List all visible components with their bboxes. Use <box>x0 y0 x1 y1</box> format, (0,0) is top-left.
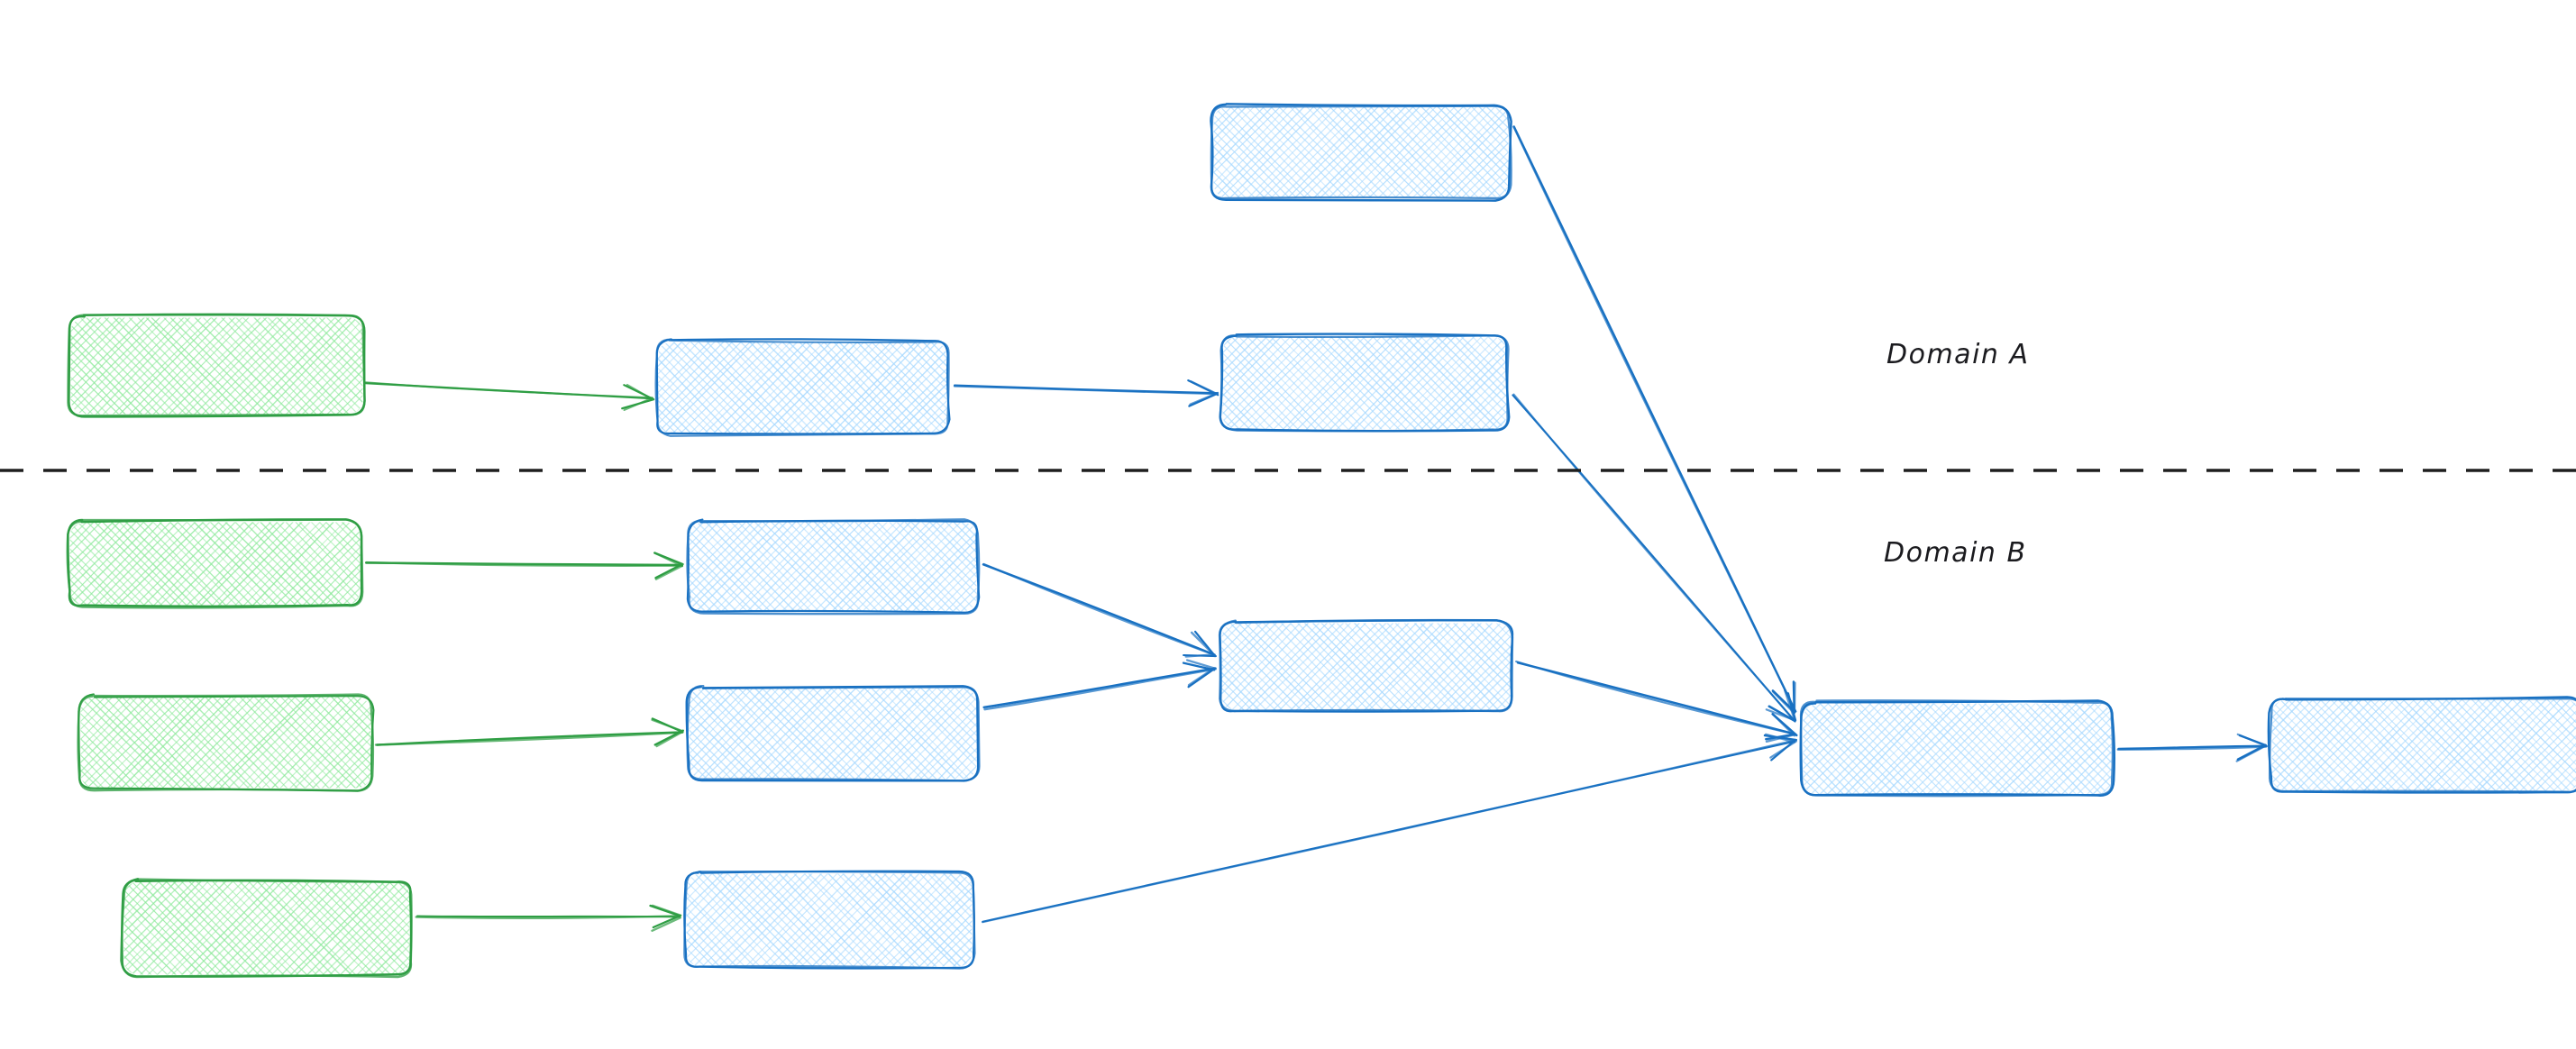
node-hatch <box>2271 699 2576 791</box>
edge-shaft <box>365 561 683 567</box>
edge-shaft <box>364 381 653 399</box>
edge-e-green-a1[interactable] <box>364 381 655 412</box>
edge-shaft <box>415 915 681 919</box>
node-hatch <box>1221 623 1512 711</box>
edge-arrowhead <box>623 397 653 412</box>
node-hatch <box>80 697 371 789</box>
edge-e-green-b1[interactable] <box>364 552 684 580</box>
node-b-blue-2[interactable] <box>571 685 1181 782</box>
edge-arrowhead <box>655 731 683 748</box>
node-a-green-1[interactable] <box>0 313 575 418</box>
node-hatch <box>1803 703 2112 795</box>
edge-shaft <box>1512 125 1797 713</box>
node-hatch <box>69 522 361 606</box>
edge-e-blue-a1[interactable] <box>953 379 1219 407</box>
node-outline <box>1210 105 1512 200</box>
node-b-green-1[interactable] <box>0 518 544 609</box>
node-outline <box>2267 696 2576 794</box>
edge-arrowhead <box>654 563 683 579</box>
edge-arrowhead <box>652 914 682 929</box>
edge-e-blue-top[interactable] <box>1512 125 1797 715</box>
node-a-blue-right[interactable] <box>1105 333 1716 433</box>
node-hatch <box>689 522 977 612</box>
node-b-blue-hub[interactable] <box>1685 699 2311 798</box>
node-b-green-2[interactable] <box>0 693 571 792</box>
node-b-blue-3[interactable] <box>568 870 1177 970</box>
label-domain-b: Domain B <box>1884 537 2027 569</box>
node-hatch <box>123 881 410 975</box>
edge-e-green-b3[interactable] <box>415 904 682 932</box>
edge-arrowhead <box>651 718 684 733</box>
edge-e-blue-b2[interactable] <box>982 659 1217 711</box>
label-domain-a: Domain A <box>1886 339 2030 370</box>
node-outline <box>686 685 981 782</box>
node-outline <box>77 693 375 792</box>
node-b-blue-mid[interactable] <box>1111 618 1708 713</box>
node-a-blue-top[interactable] <box>1095 103 1713 202</box>
edge-arrowhead <box>1189 391 1219 406</box>
node-b-green-3[interactable] <box>6 878 617 979</box>
node-hatch <box>657 342 947 433</box>
node-outline <box>66 518 364 609</box>
edge-shaft <box>2116 745 2268 751</box>
node-hatch <box>70 317 363 415</box>
edge-shaft <box>953 385 1218 396</box>
edge-shaft <box>982 562 1216 656</box>
edge-arrowhead <box>651 917 681 932</box>
node-outline <box>685 685 980 782</box>
node-outline <box>78 693 375 792</box>
edge-arrowhead <box>1184 653 1215 658</box>
node-outline <box>67 313 366 417</box>
edge-shaft <box>981 739 1797 924</box>
node-hatch <box>689 688 977 780</box>
edge-arrowhead <box>2235 744 2268 762</box>
edge-arrowhead <box>651 904 681 917</box>
edge-e-green-b2[interactable] <box>374 717 684 748</box>
edge-arrowhead <box>1190 380 1218 395</box>
edge-e-blue-b1[interactable] <box>982 562 1217 658</box>
node-outline <box>1799 699 2115 798</box>
node-hatch <box>686 873 973 967</box>
edge-arrowhead <box>1783 689 1796 723</box>
edge-arrowhead <box>1771 713 1796 737</box>
node-b-blue-last[interactable] <box>2154 696 2576 794</box>
node-outline <box>683 870 976 970</box>
edge-shaft <box>1515 660 1797 735</box>
edge-e-blue-a2[interactable] <box>1512 393 1797 723</box>
edge-e-blue-mid[interactable] <box>1515 660 1798 743</box>
node-outline <box>2268 698 2576 793</box>
edge-arrowhead <box>1185 659 1216 670</box>
edge-arrowhead <box>1182 661 1216 671</box>
edge-arrowhead <box>2236 733 2269 748</box>
edge-arrowhead <box>653 552 684 568</box>
edge-arrowhead <box>626 383 653 400</box>
node-hatch <box>1213 106 1509 198</box>
node-hatch <box>1222 336 1507 430</box>
node-outline <box>1218 618 1514 713</box>
node-outline <box>654 338 950 437</box>
edge-e-blue-b3[interactable] <box>981 733 1798 924</box>
node-outline <box>1219 334 1510 433</box>
edge-shaft <box>1512 393 1796 723</box>
node-b-blue-1[interactable] <box>572 518 1177 616</box>
node-a-blue-mid[interactable] <box>540 338 1149 437</box>
edge-arrowhead <box>654 564 683 580</box>
edge-arrowhead <box>1764 733 1795 743</box>
edge-arrowhead <box>1769 740 1797 759</box>
edge-shaft <box>374 731 684 746</box>
edge-arrowhead <box>1187 667 1216 687</box>
edge-arrowhead <box>1190 631 1216 657</box>
node-outline <box>686 518 981 616</box>
node-outline <box>120 878 413 979</box>
edge-arrowhead <box>1765 708 1796 722</box>
edge-shaft <box>983 668 1217 711</box>
edge-e-blue-hub[interactable] <box>2116 733 2269 762</box>
